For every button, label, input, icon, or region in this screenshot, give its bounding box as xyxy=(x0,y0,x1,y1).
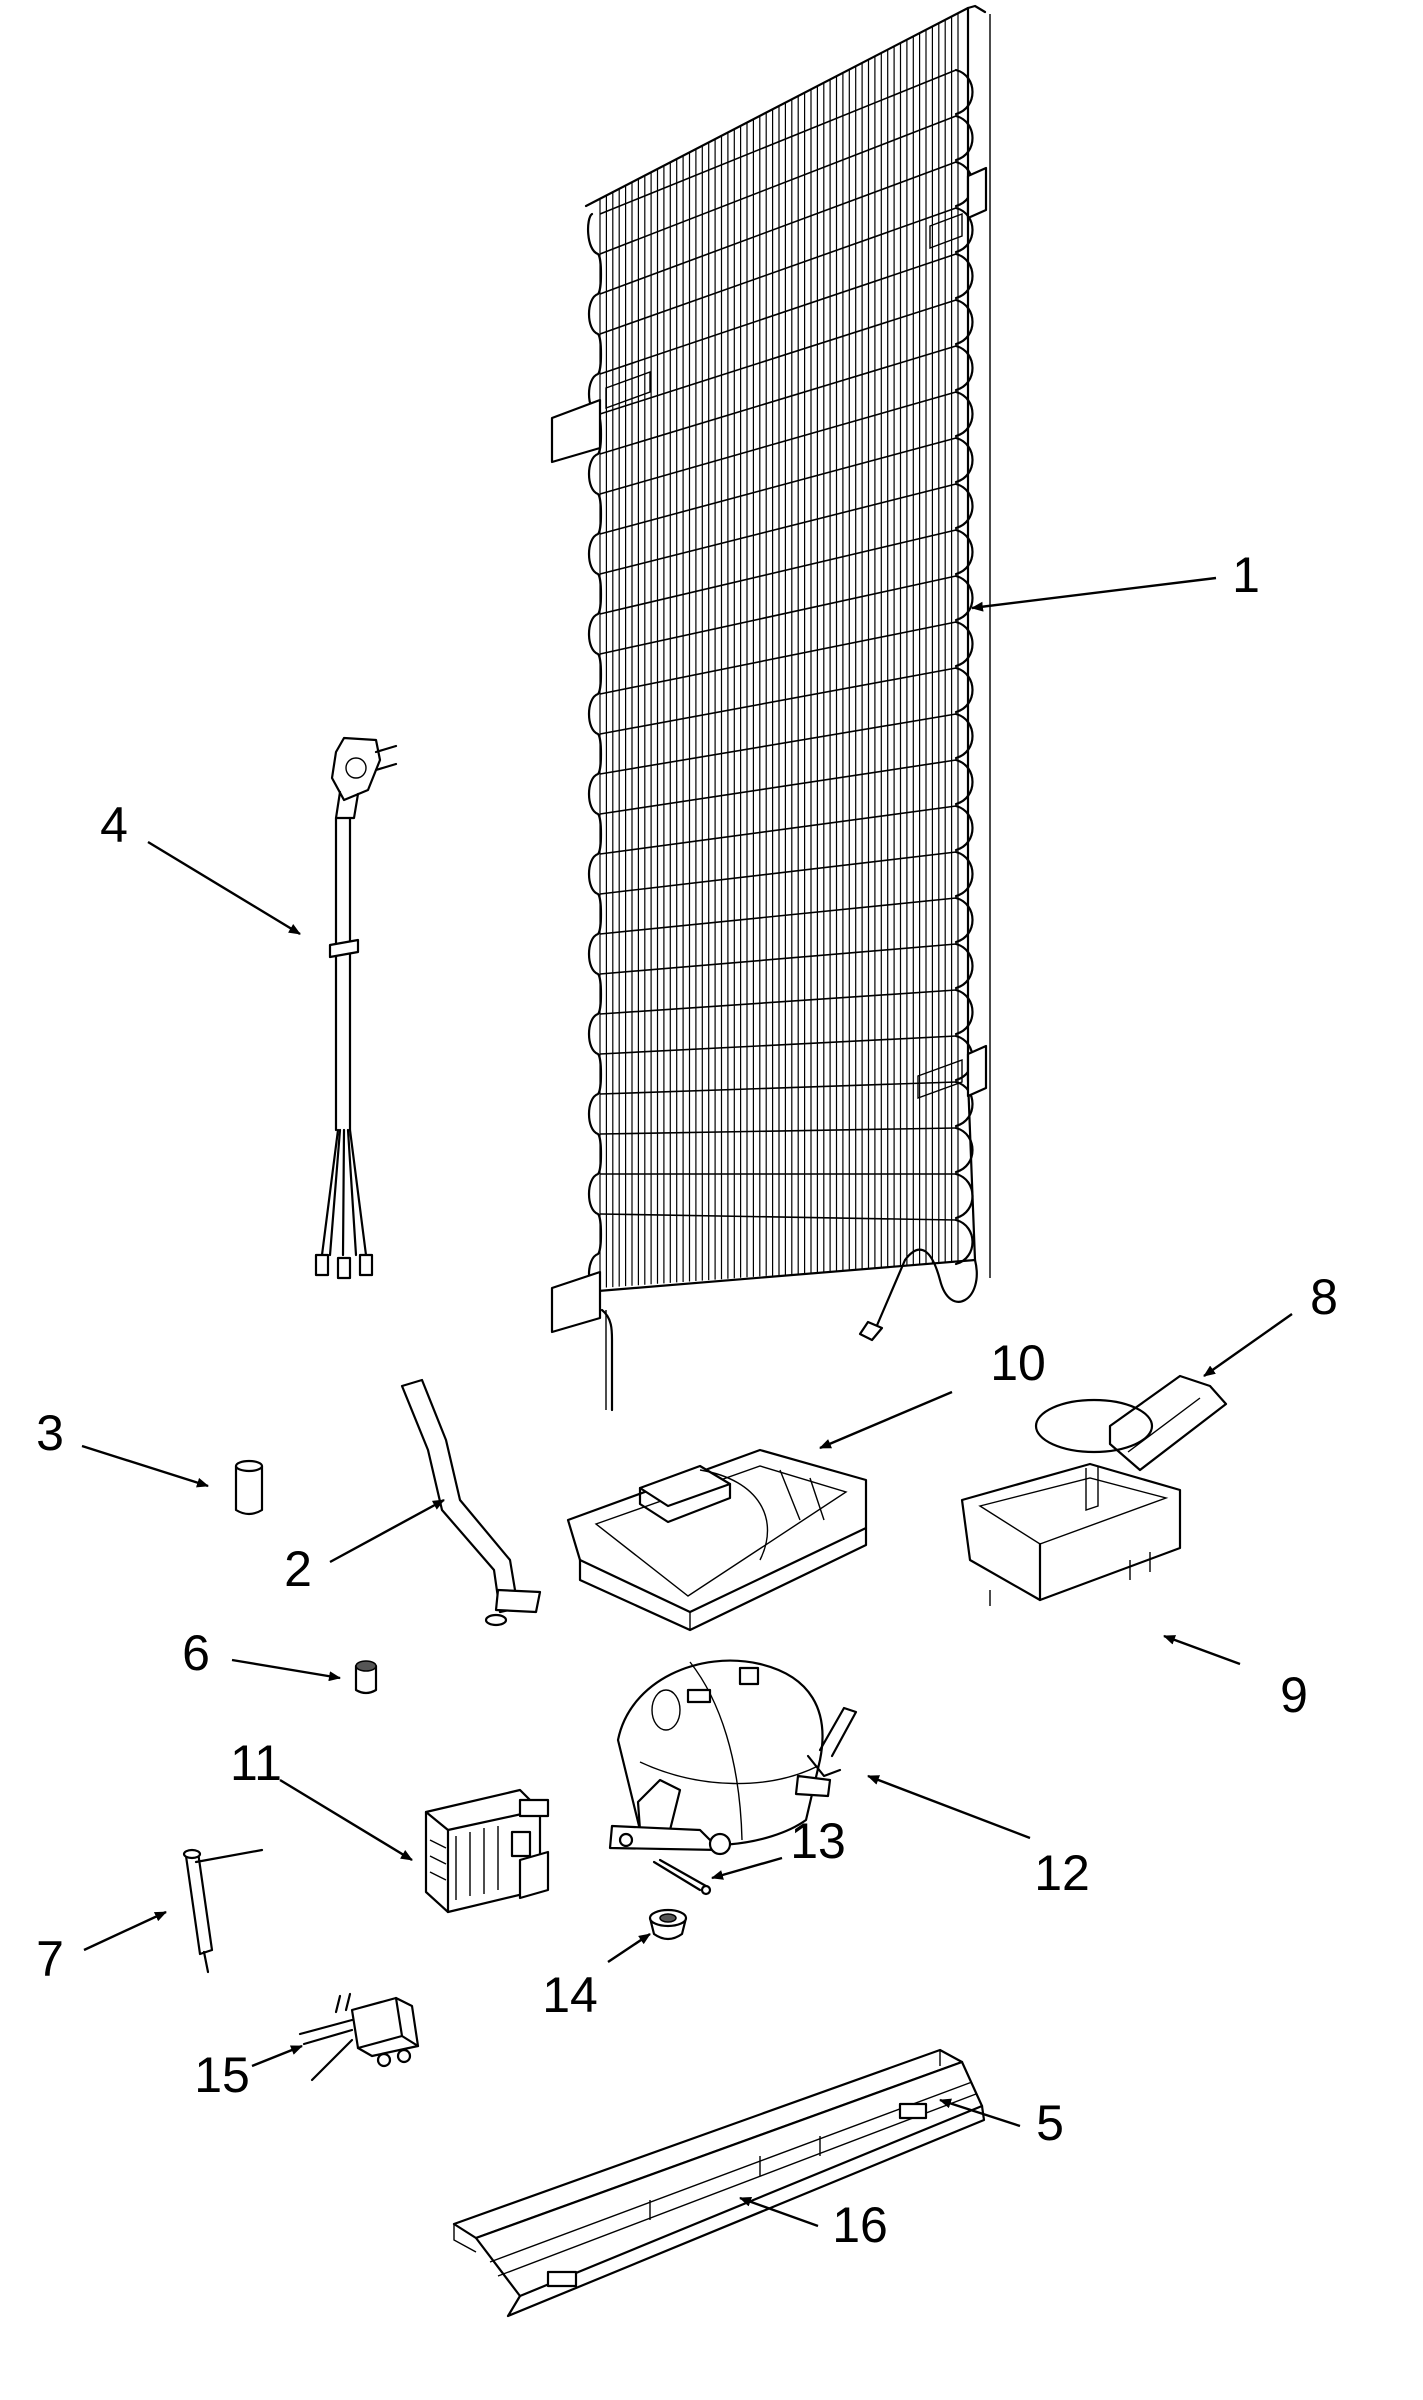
bracket-right-lower xyxy=(966,1044,988,1098)
bracket-left-lower xyxy=(550,1270,602,1334)
condenser-tube-run xyxy=(599,483,957,575)
callout-14: 14 xyxy=(542,1967,598,2023)
part-wire-loop[interactable] xyxy=(1034,1374,1228,1472)
callout-9: 9 xyxy=(1280,1667,1308,1723)
condenser-tube-run xyxy=(599,989,957,1015)
part-compressor[interactable] xyxy=(608,1659,858,1856)
condenser-tube-run xyxy=(599,1127,957,1135)
callout-1: 1 xyxy=(1232,547,1260,603)
condenser-tube-run xyxy=(599,1035,957,1055)
condenser-tube-run xyxy=(599,207,957,335)
callout-10: 10 xyxy=(990,1335,1046,1391)
callout-8: 8 xyxy=(1310,1269,1338,1325)
part-condenser[interactable] xyxy=(550,4,991,1412)
part-relay[interactable] xyxy=(424,1788,550,1914)
condenser-tube-run xyxy=(599,851,957,895)
callout-15: 15 xyxy=(194,2047,250,2103)
condenser-tube-run xyxy=(599,437,957,535)
condenser-tube-run xyxy=(599,805,957,855)
callout-16: 16 xyxy=(832,2197,888,2253)
part-cap-6[interactable] xyxy=(354,1660,378,1695)
callout-6: 6 xyxy=(182,1625,210,1681)
condenser-tube-run xyxy=(599,1081,957,1095)
part-grommet-14[interactable] xyxy=(648,1908,688,1941)
part-drain-pan[interactable] xyxy=(566,1448,868,1632)
callout-5: 5 xyxy=(1036,2095,1064,2151)
condenser-tube-run xyxy=(599,897,957,935)
callout-3: 3 xyxy=(36,1405,64,1461)
callout-labels: 1 2 3 4 5 6 7 8 9 10 11 12 13 14 15 16 xyxy=(36,547,1338,2253)
condenser-tube-run xyxy=(599,575,957,655)
callout-7: 7 xyxy=(36,1931,64,1987)
condenser-tube-loops xyxy=(586,68,974,1296)
bracket-left-upper xyxy=(550,398,602,464)
condenser-tube-run xyxy=(599,943,957,975)
bracket-right-upper xyxy=(966,166,988,220)
callout-4: 4 xyxy=(100,797,128,853)
condenser-tube-run xyxy=(599,115,957,255)
condenser-left-bends xyxy=(586,212,603,1296)
part-bent-tube[interactable] xyxy=(400,1378,542,1627)
leader-arrows xyxy=(81,576,1293,2228)
condenser-tube-run xyxy=(599,299,957,415)
condenser-tube-run xyxy=(599,253,957,375)
condenser-tube-run xyxy=(599,161,957,295)
condenser-tube-run xyxy=(599,621,957,695)
condenser-tube-run xyxy=(599,529,957,615)
callout-2: 2 xyxy=(284,1541,312,1597)
part-base-rail[interactable] xyxy=(452,2048,986,2318)
condenser-tube-run xyxy=(599,345,957,455)
part-valve[interactable] xyxy=(298,1992,420,2082)
part-pin-13[interactable] xyxy=(652,1858,712,1896)
condenser-tube-run xyxy=(599,1213,957,1221)
condenser-tube-run xyxy=(599,391,957,495)
part-power-cord[interactable] xyxy=(314,736,398,1280)
callout-12: 12 xyxy=(1034,1845,1090,1901)
callout-13: 13 xyxy=(790,1813,846,1869)
condenser-wire-grid xyxy=(599,14,959,1288)
condenser-tube-run xyxy=(599,759,957,815)
callout-11: 11 xyxy=(230,1735,282,1791)
part-tray[interactable] xyxy=(960,1462,1182,1606)
condenser-tube-run xyxy=(599,667,957,735)
condenser-tube-run xyxy=(599,713,957,775)
part-cylinder-3[interactable] xyxy=(234,1459,264,1516)
part-drier[interactable] xyxy=(182,1848,264,1974)
condenser-tube-run xyxy=(599,69,957,215)
